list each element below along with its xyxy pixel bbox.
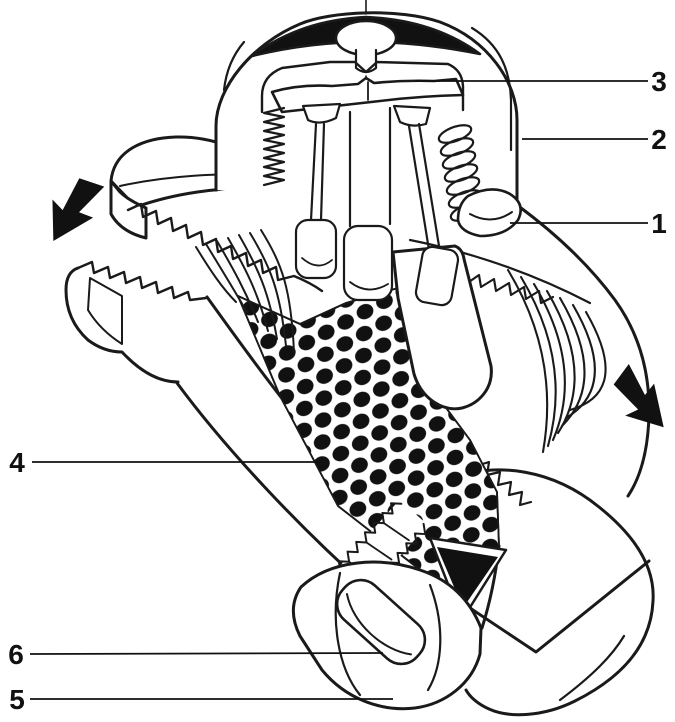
seat (456, 188, 522, 238)
callout-label: 1 (651, 208, 667, 239)
outlet-thread-arcs (506, 268, 607, 454)
callout-label: 6 (8, 639, 24, 670)
outlet-flow-arrow-icon (613, 364, 664, 428)
callout-label: 5 (9, 684, 25, 715)
disc-pivot-button (334, 19, 398, 57)
leader-line-6 (29, 652, 384, 655)
callout-label: 2 (651, 124, 667, 155)
cap-internals (262, 102, 485, 307)
leader-lines (29, 80, 648, 700)
callout-label: 4 (9, 447, 25, 478)
strainer-cap-gasket (335, 578, 427, 666)
body-edge (175, 381, 370, 590)
cap (214, 0, 519, 210)
inlet-flow-arrow-icon (52, 178, 105, 241)
strainer-screen (237, 287, 500, 611)
strainer-tip (437, 547, 498, 608)
callout-label: 3 (651, 66, 667, 97)
